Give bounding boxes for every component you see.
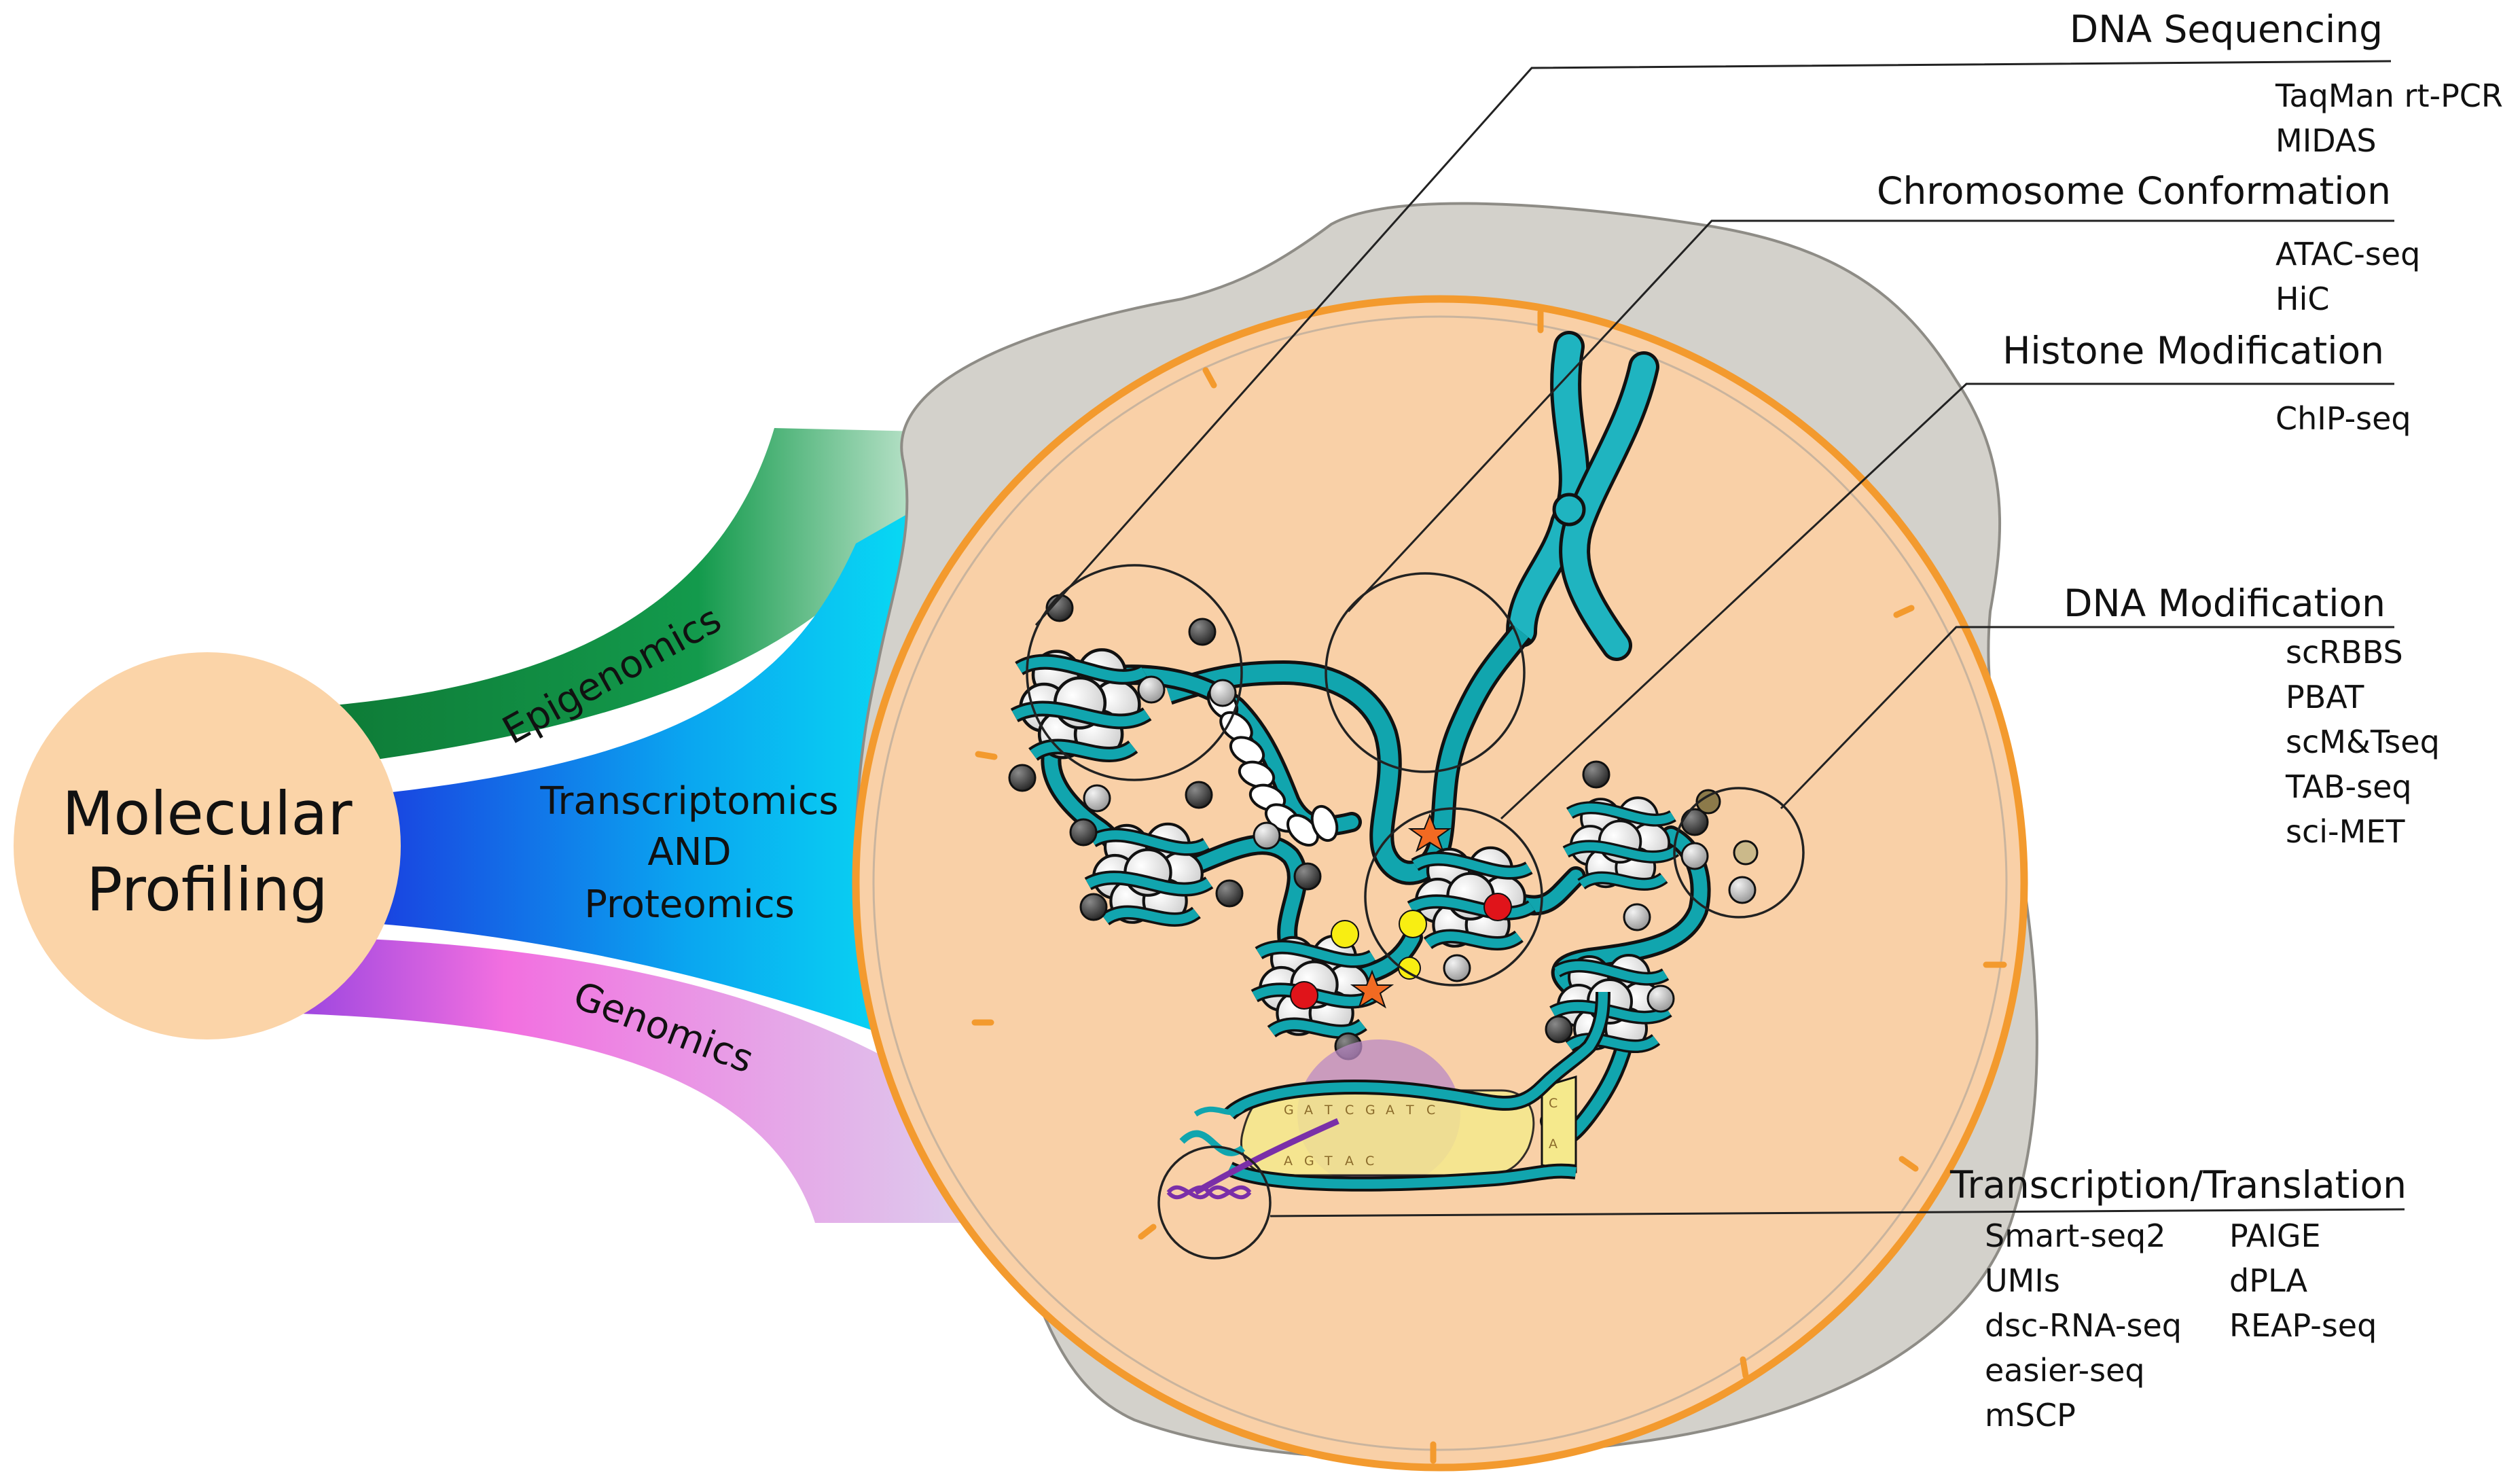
transcriptomics-label: Transcriptomics bbox=[539, 779, 838, 823]
svg-text:A: A bbox=[1304, 1103, 1313, 1118]
dna-letters: G A T C G A T C A G T A C C A bbox=[1284, 1096, 1558, 1169]
method-item: dPLA bbox=[2229, 1262, 2308, 1299]
svg-text:A: A bbox=[1284, 1154, 1293, 1169]
callout-title: Chromosome Conformation bbox=[1877, 169, 2391, 213]
method-item: UMIs bbox=[1985, 1262, 2060, 1299]
callout-title: DNA Sequencing bbox=[2070, 7, 2383, 51]
svg-text:A: A bbox=[1549, 1137, 1558, 1152]
svg-text:A: A bbox=[1386, 1103, 1394, 1118]
svg-text:A: A bbox=[1345, 1154, 1354, 1169]
method-item: scRBBS bbox=[2286, 634, 2403, 671]
inset-circles bbox=[1026, 564, 1805, 1260]
hub-title-line2: Profiling bbox=[86, 855, 328, 925]
svg-text:T: T bbox=[1324, 1154, 1333, 1169]
svg-text:G: G bbox=[1365, 1103, 1375, 1118]
method-item: TaqMan rt-PCR bbox=[2275, 77, 2503, 114]
method-item: scM&Tseq bbox=[2286, 724, 2440, 760]
method-item: mSCP bbox=[1985, 1397, 2076, 1434]
callout-title: Transcription/Translation bbox=[1949, 1163, 2407, 1207]
callout-dna-modification: DNA Modification scRBBS PBAT scM&Tseq TA… bbox=[2064, 582, 2440, 850]
method-item: PBAT bbox=[2286, 679, 2364, 715]
method-item: ATAC-seq bbox=[2275, 236, 2420, 272]
molecular-profiling-hub: Molecular Profiling bbox=[14, 652, 401, 1039]
mrna-strand-icon bbox=[1166, 1185, 1252, 1200]
callout-dna-sequencing: DNA Sequencing TaqMan rt-PCR MIDAS bbox=[2070, 7, 2503, 159]
nuclear-pores bbox=[971, 309, 2007, 1464]
svg-text:C: C bbox=[1345, 1103, 1354, 1118]
method-item: easier-seq bbox=[1985, 1352, 2145, 1389]
hub-title-line1: Molecular bbox=[62, 779, 353, 849]
callout-chromosome-conformation: Chromosome Conformation ATAC-seq HiC bbox=[1877, 169, 2420, 317]
method-item: dsc-RNA-seq bbox=[1985, 1307, 2182, 1344]
chromosome-icon bbox=[1164, 331, 1659, 885]
svg-text:C: C bbox=[1549, 1096, 1558, 1111]
callout-transcription-translation: Transcription/Translation Smart-seq2 UMI… bbox=[1949, 1163, 2407, 1434]
method-item: HiC bbox=[2275, 281, 2330, 317]
inset-histone-modification bbox=[1364, 807, 1543, 986]
method-item: MIDAS bbox=[2275, 122, 2377, 159]
proteomics-label: Proteomics bbox=[584, 883, 795, 927]
inset-transcription bbox=[1157, 1145, 1272, 1260]
method-item: TAB-seq bbox=[2285, 768, 2412, 805]
svg-text:T: T bbox=[1405, 1103, 1414, 1118]
method-item: sci-MET bbox=[2286, 813, 2405, 850]
transcription-bubble: G A T C G A T C A G T A C C A bbox=[1166, 991, 1610, 1200]
callout-histone-modification: Histone Modification ChIP-seq bbox=[2002, 329, 2411, 437]
transcriptomics-proteomics-ribbon: Transcriptomics AND Proteomics bbox=[367, 489, 951, 1060]
histone-marks bbox=[1290, 813, 1512, 1010]
leader-lines bbox=[1034, 60, 2405, 1217]
callout-title: DNA Modification bbox=[2064, 582, 2386, 625]
callout-title: Histone Modification bbox=[2002, 329, 2384, 372]
svg-text:G: G bbox=[1284, 1103, 1294, 1118]
inset-chromosome-conformation bbox=[1325, 572, 1526, 773]
inset-dna-modification bbox=[1673, 787, 1805, 919]
method-item: PAIGE bbox=[2229, 1217, 2321, 1254]
svg-text:C: C bbox=[1426, 1103, 1435, 1118]
method-item: Smart-seq2 bbox=[1985, 1217, 2165, 1254]
method-item: ChIP-seq bbox=[2275, 400, 2411, 437]
method-item: REAP-seq bbox=[2229, 1307, 2377, 1344]
svg-text:C: C bbox=[1365, 1154, 1374, 1169]
inset-dna-sequencing bbox=[1026, 564, 1243, 781]
svg-text:T: T bbox=[1324, 1103, 1333, 1118]
and-label: AND bbox=[647, 830, 731, 874]
svg-text:G: G bbox=[1304, 1154, 1314, 1169]
